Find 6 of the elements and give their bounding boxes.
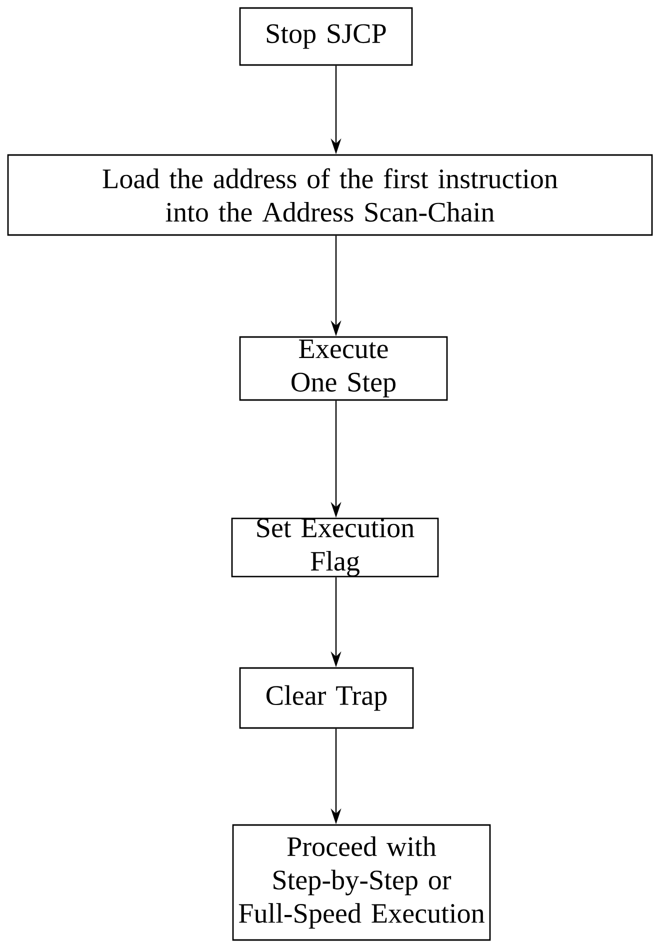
process-box: Clear Trap — [239, 667, 414, 729]
process-box: Execute One Step — [239, 336, 448, 401]
process-box: Proceed with Step-by-Step or Full-Speed Execution — [232, 824, 491, 941]
process-box: Set Execution Flag — [231, 518, 439, 578]
process-box: Load the address of the first instruction into the Address Scan-Chain — [7, 154, 653, 236]
process-box: Stop SJCP — [239, 7, 413, 66]
